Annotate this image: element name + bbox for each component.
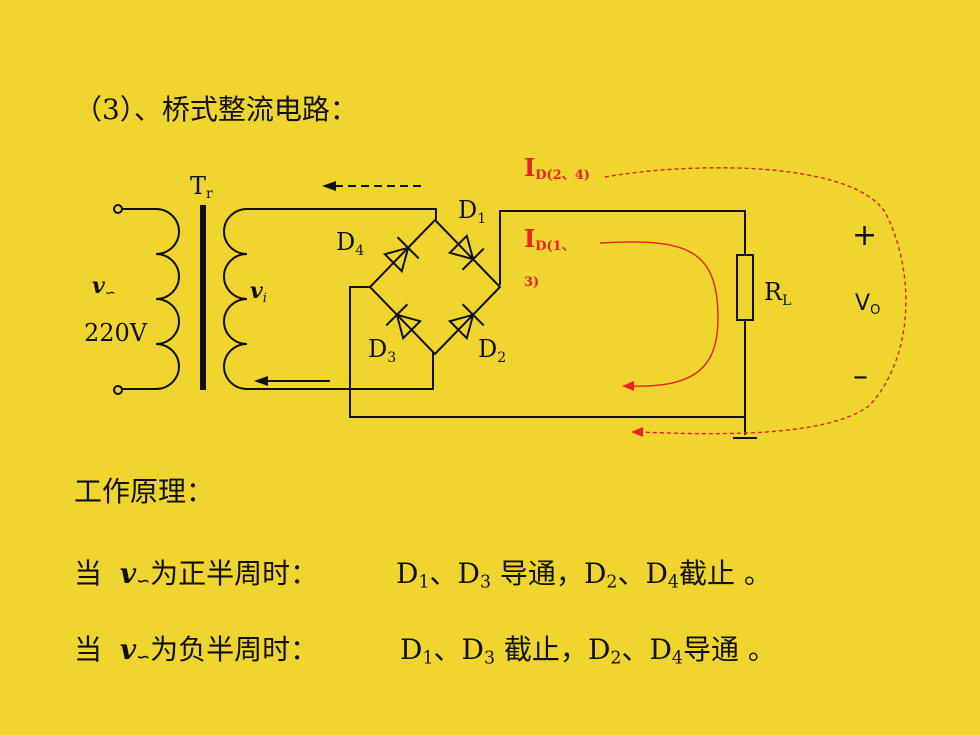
diode-d3-label: D3 [368, 335, 396, 366]
prefix: 当 [74, 557, 103, 590]
transformer-core [200, 205, 206, 390]
current-label-d13-cont: 3) [524, 275, 539, 290]
bridge-diamond [368, 218, 502, 356]
source-voltage: 220V [84, 319, 148, 347]
arrow-bottom-head [254, 376, 268, 386]
load-resistor [736, 254, 754, 321]
current-path-d24 [604, 167, 907, 435]
source-symbol-inline: v∽ [119, 557, 151, 591]
output-label: VO [855, 291, 880, 318]
diode-d4 [382, 236, 420, 274]
current-label-d13: ID(1、 [524, 224, 575, 254]
secondary-symbol: vi [250, 278, 267, 306]
prefix: 当 [74, 633, 103, 666]
positive-diode-states: D1、D3 导通，D2、D4截止 。 [396, 557, 772, 593]
diode-d2 [447, 303, 485, 341]
transformer-label: Tr [190, 172, 213, 202]
positive-half-cycle-line: 当 v∽为正半周时： D1、D3 导通，D2、D4截止 。 [74, 552, 772, 592]
current-path-d24-arrowhead [631, 427, 643, 437]
negative-half-cycle-line: 当 v∽为负半周时： D1、D3 截止，D2、D4导通 。 [74, 628, 776, 668]
diode-d4-label: D4 [336, 228, 364, 259]
plus-sign: + [852, 218, 877, 253]
principle-heading: 工作原理： [74, 475, 215, 508]
condition: 为负半周时： [150, 633, 319, 666]
current-path-d13 [599, 241, 719, 387]
diode-d2-label: D2 [478, 335, 506, 366]
primary-winding [122, 208, 180, 390]
diode-d1 [447, 233, 485, 271]
source-symbol-inline: v∽ [119, 633, 151, 667]
condition: 为正半周时： [150, 557, 319, 590]
negative-diode-states: D1、D3 截止，D2、D4导通 。 [400, 633, 776, 669]
diode-d1-label: D1 [458, 196, 486, 227]
diode-d3 [385, 303, 423, 341]
wire-secondary-top [270, 208, 437, 220]
load-label: RL [764, 278, 791, 309]
input-terminal-bottom [113, 385, 123, 395]
input-terminal-top [113, 204, 123, 214]
wire-secondary-bottom [270, 352, 434, 390]
arrow-top-head [322, 181, 336, 191]
page-title: （3）、桥式整流电路： [74, 93, 358, 126]
current-label-d24: ID(2、4) [524, 153, 590, 183]
wire-output-positive [499, 210, 746, 285]
source-symbol: v∽ [92, 273, 116, 301]
wire-bridge-left [349, 286, 745, 418]
secondary-winding [223, 208, 270, 390]
current-path-d13-arrowhead [622, 381, 634, 391]
minus-sign: – [853, 359, 868, 394]
